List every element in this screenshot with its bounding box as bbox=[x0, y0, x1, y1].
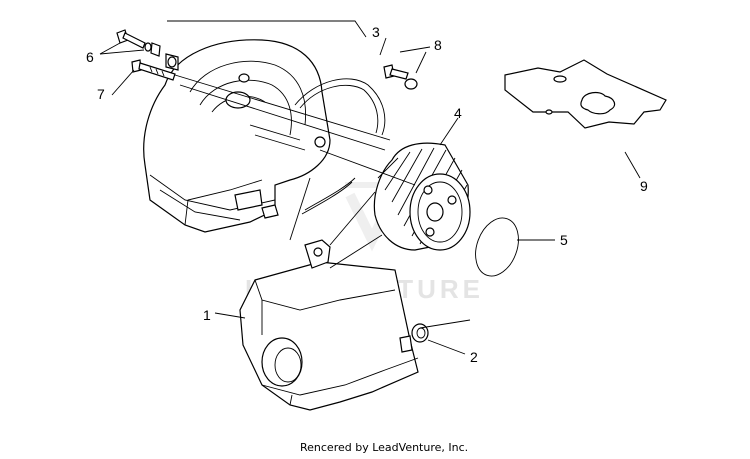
fan-cover bbox=[239, 239, 419, 411]
callout-4: 4 bbox=[454, 105, 462, 121]
callout-8: 8 bbox=[434, 37, 442, 53]
callout-1: 1 bbox=[203, 307, 211, 323]
o-ring-5 bbox=[475, 217, 519, 277]
callout-7: 7 bbox=[97, 86, 105, 102]
leader-lines bbox=[99, 20, 641, 355]
credit-text: Rencered by LeadVenture, Inc. bbox=[300, 441, 468, 454]
flywheel-fan bbox=[373, 142, 471, 251]
callout-5: 5 bbox=[560, 232, 568, 248]
callout-3: 3 bbox=[372, 24, 380, 40]
callout-9: 9 bbox=[640, 178, 648, 194]
callout-6: 6 bbox=[86, 49, 94, 65]
long-bolt-7 bbox=[131, 59, 176, 81]
callout-labels: 1 2 3 4 5 6 7 8 9 bbox=[86, 24, 648, 365]
gasket-9 bbox=[504, 59, 667, 129]
bolt-set-6 bbox=[116, 29, 179, 71]
callout-2: 2 bbox=[470, 349, 478, 365]
wire-guide bbox=[294, 78, 386, 215]
bolt-8 bbox=[383, 64, 418, 90]
